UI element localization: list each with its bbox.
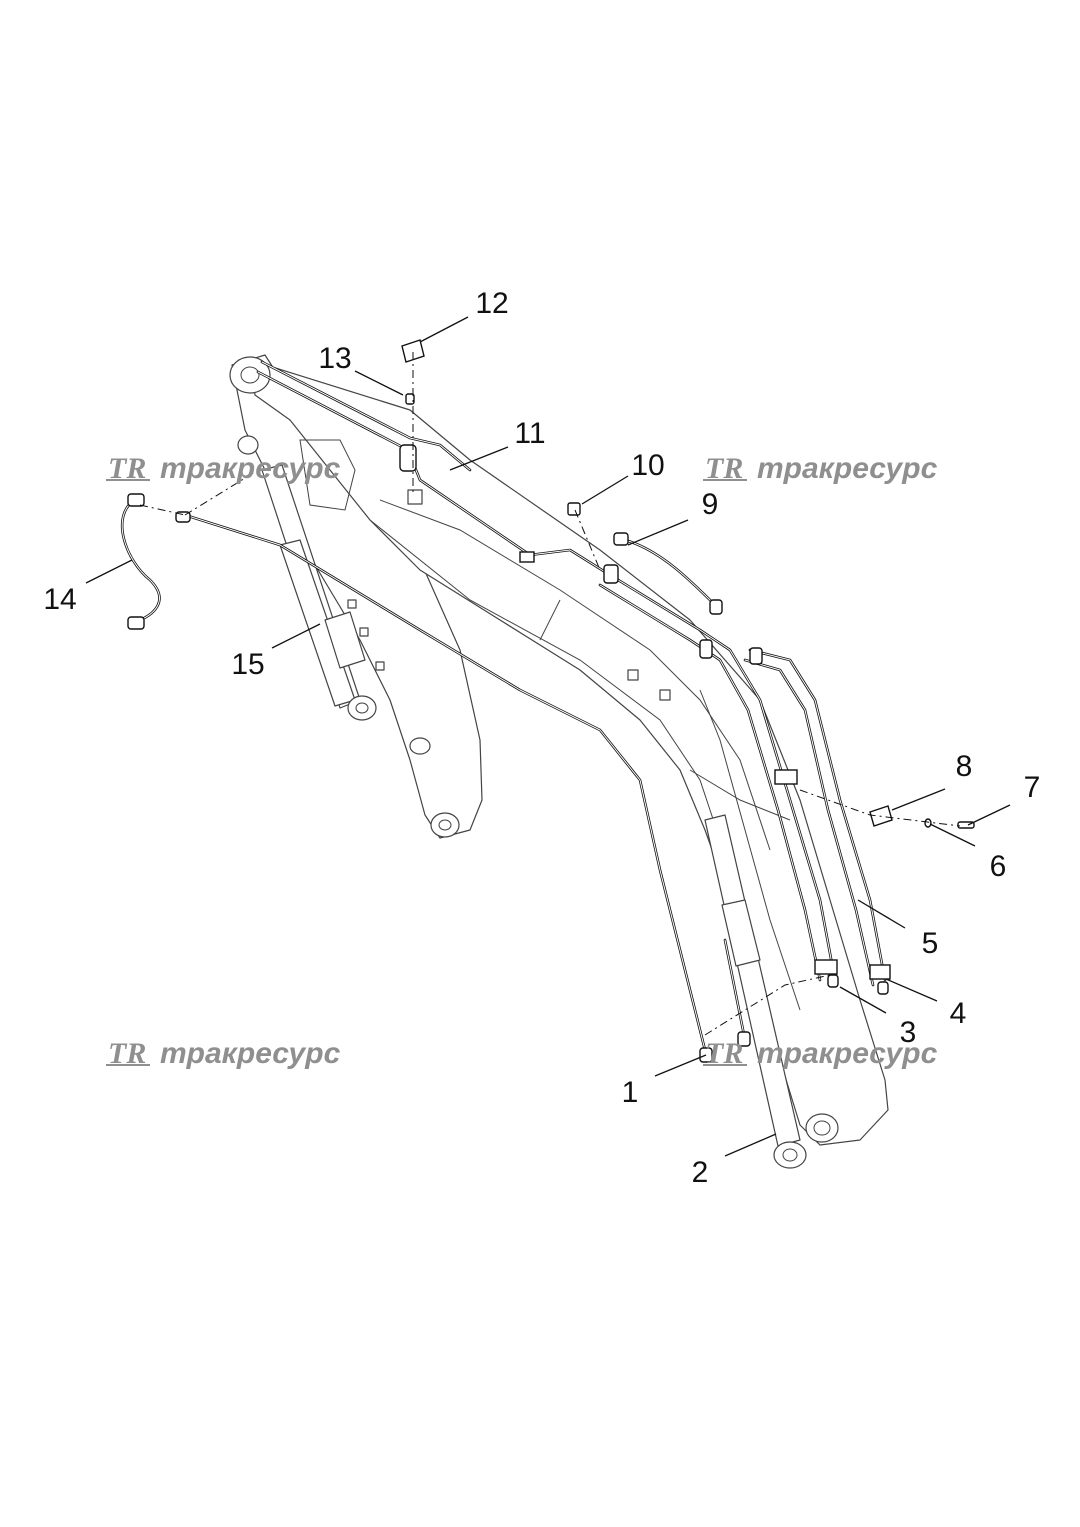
callout-1: 1	[622, 1076, 639, 1109]
cylinder-hose-2	[723, 938, 751, 1047]
callout-9: 9	[702, 488, 719, 521]
watermark-bottom-left: TR тракресурс	[106, 1037, 341, 1070]
callout-4: 4	[950, 997, 967, 1030]
callout-15: 15	[231, 648, 264, 681]
watermark-text: тракресурс	[757, 452, 938, 485]
callout-numbers: 1 2 3 4 5 6 7 8 9 10 11 12 13 14 15	[43, 287, 1040, 1189]
callout-6: 6	[990, 850, 1007, 883]
callout-2: 2	[692, 1156, 709, 1189]
callout-12: 12	[475, 287, 508, 320]
upper-steel-pipe	[256, 360, 612, 577]
callout-5: 5	[922, 927, 939, 960]
callout-10: 10	[631, 449, 664, 482]
boom-structure	[229, 354, 889, 1146]
watermark-top-right: TR тракресурс	[703, 452, 938, 485]
callout-14: 14	[43, 583, 76, 616]
right-hydraulic-cylinder	[704, 814, 807, 1169]
callout-11: 11	[514, 417, 545, 450]
boom-top-pivot	[229, 356, 271, 394]
right-pipe-bundle	[598, 564, 891, 995]
watermark-text: тракресурс	[160, 1037, 341, 1070]
hose-9	[613, 532, 723, 615]
callout-3: 3	[900, 1016, 917, 1049]
hose-14	[120, 493, 161, 630]
bolt-13	[405, 393, 415, 405]
leader-lines	[85, 316, 1011, 1157]
watermark-text: тракресурс	[160, 452, 341, 485]
assembly-lines	[139, 352, 961, 1036]
callout-7: 7	[1024, 771, 1041, 804]
boom-main-beam	[249, 359, 889, 1146]
watermark-top-left: TR тракресурс	[106, 452, 341, 485]
fitting-10	[567, 502, 581, 516]
callout-8: 8	[956, 750, 973, 783]
watermark-text: тракресурс	[757, 1037, 938, 1070]
clamp-12	[401, 339, 425, 363]
washer-6	[924, 818, 932, 828]
boom-foot-pin	[430, 812, 460, 838]
callout-13: 13	[318, 342, 351, 375]
watermark-bottom-right: TR тракресурс	[703, 1037, 938, 1070]
left-hydraulic-cylinder	[261, 464, 377, 721]
boom-end-pin	[805, 1113, 839, 1143]
